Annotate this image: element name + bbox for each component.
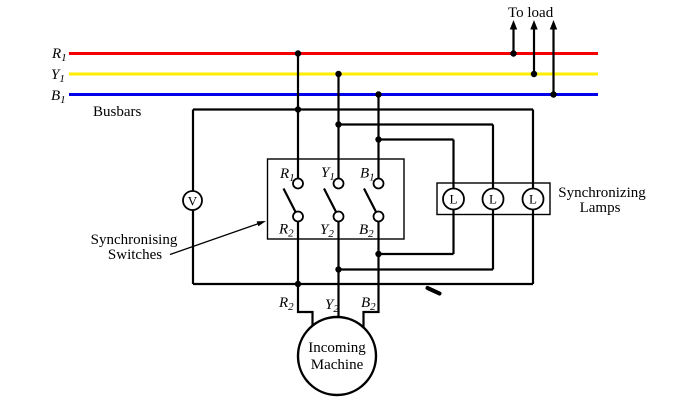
lamp-box-outline — [436, 182, 551, 216]
junction-dots-group — [294, 50, 557, 288]
machine-terminal-label-r2: R2 — [278, 295, 294, 313]
busbars-caption: Busbars — [93, 104, 141, 120]
to-load-arrowhead-yellow — [530, 20, 538, 30]
wire-r2-to-machine — [296, 216, 314, 330]
junction-dot — [375, 250, 382, 258]
sync-switches-caption-line2: Switches — [108, 247, 162, 263]
lamp-3-circle — [521, 187, 545, 211]
callout-arrowhead — [256, 221, 266, 227]
junction-dot — [335, 266, 342, 273]
switch-label-r1: R1 — [279, 166, 295, 184]
busbar-label-b1: B1 — [51, 88, 66, 106]
to-load-label: To load — [508, 5, 554, 21]
wire-b2-to-machine — [362, 216, 380, 330]
synchronizing-lamps-group: L L L Synchronizing Lamps — [436, 182, 646, 216]
junction-dot — [335, 70, 342, 78]
callout-leader-line — [169, 223, 259, 256]
voltmeter: V — [182, 190, 203, 211]
switch-label-y2: Y2 — [320, 222, 334, 240]
junction-dot — [510, 50, 517, 57]
switch-r-bottom-terminal — [292, 210, 304, 223]
voltmeter-circle — [182, 190, 203, 211]
incoming-machine-circle — [296, 315, 378, 397]
switch-box-outline — [266, 158, 405, 240]
switch-b-bottom-terminal — [372, 210, 385, 223]
switch-y-bottom-terminal — [332, 210, 345, 223]
busbar-label-y1: Y1 — [51, 67, 65, 85]
incoming-machine-label-line2: Machine — [311, 357, 364, 373]
sync-switches-caption-line1: Synchronising — [91, 232, 178, 248]
switch-r-top-terminal — [292, 177, 304, 190]
busbars-group: R1 Y1 B1 Busbars — [51, 46, 598, 120]
synchronising-switches-box: R1 R2 Y1 Y2 B1 B2 — [266, 158, 405, 240]
machine-terminal-label-y2: Y2 — [325, 297, 339, 315]
junction-dot — [375, 136, 382, 143]
busbar-label-r1: R1 — [51, 46, 67, 64]
junction-dot — [335, 121, 342, 128]
switch-label-y1: Y1 — [321, 165, 335, 183]
synchronising-switches-callout: Synchronising Switches — [91, 221, 266, 263]
junction-dot — [530, 70, 538, 78]
sync-lamps-caption-line1: Synchronizing — [558, 185, 646, 201]
lamp-3-letter: L — [529, 192, 537, 207]
to-load-arrowhead-red — [509, 20, 518, 30]
switch-b-top-terminal — [372, 177, 385, 190]
lamp-2-letter: L — [489, 192, 497, 207]
voltmeter-letter: V — [188, 194, 198, 209]
switch-b-blade — [363, 187, 378, 213]
lamp-1-circle — [442, 187, 465, 211]
incoming-machine-label-line1: Incoming — [308, 340, 366, 356]
diagonal-tick-mark — [425, 286, 442, 296]
to-load-arrowhead-blue — [549, 20, 558, 30]
lamp-1-letter: L — [450, 192, 458, 207]
to-load-group: To load — [508, 5, 558, 95]
junction-dot — [550, 91, 557, 98]
switch-y-blade — [323, 187, 338, 213]
switch-y-top-terminal — [332, 177, 345, 190]
incoming-machine-group: R2 Y2 B2 Incoming Machine — [278, 295, 378, 397]
switch-r-blade — [282, 187, 297, 213]
junction-dot — [375, 91, 382, 98]
lamp-2-circle — [481, 187, 505, 211]
machine-terminal-label-b2: B2 — [361, 295, 376, 313]
switch-label-r2: R2 — [278, 222, 294, 240]
junction-dot — [294, 50, 302, 57]
switch-label-b1: B1 — [360, 166, 375, 184]
junction-dot — [294, 106, 302, 113]
switch-label-b2: B2 — [359, 222, 374, 240]
junction-dot — [294, 280, 302, 288]
sync-lamps-caption-line2: Lamps — [580, 200, 621, 216]
